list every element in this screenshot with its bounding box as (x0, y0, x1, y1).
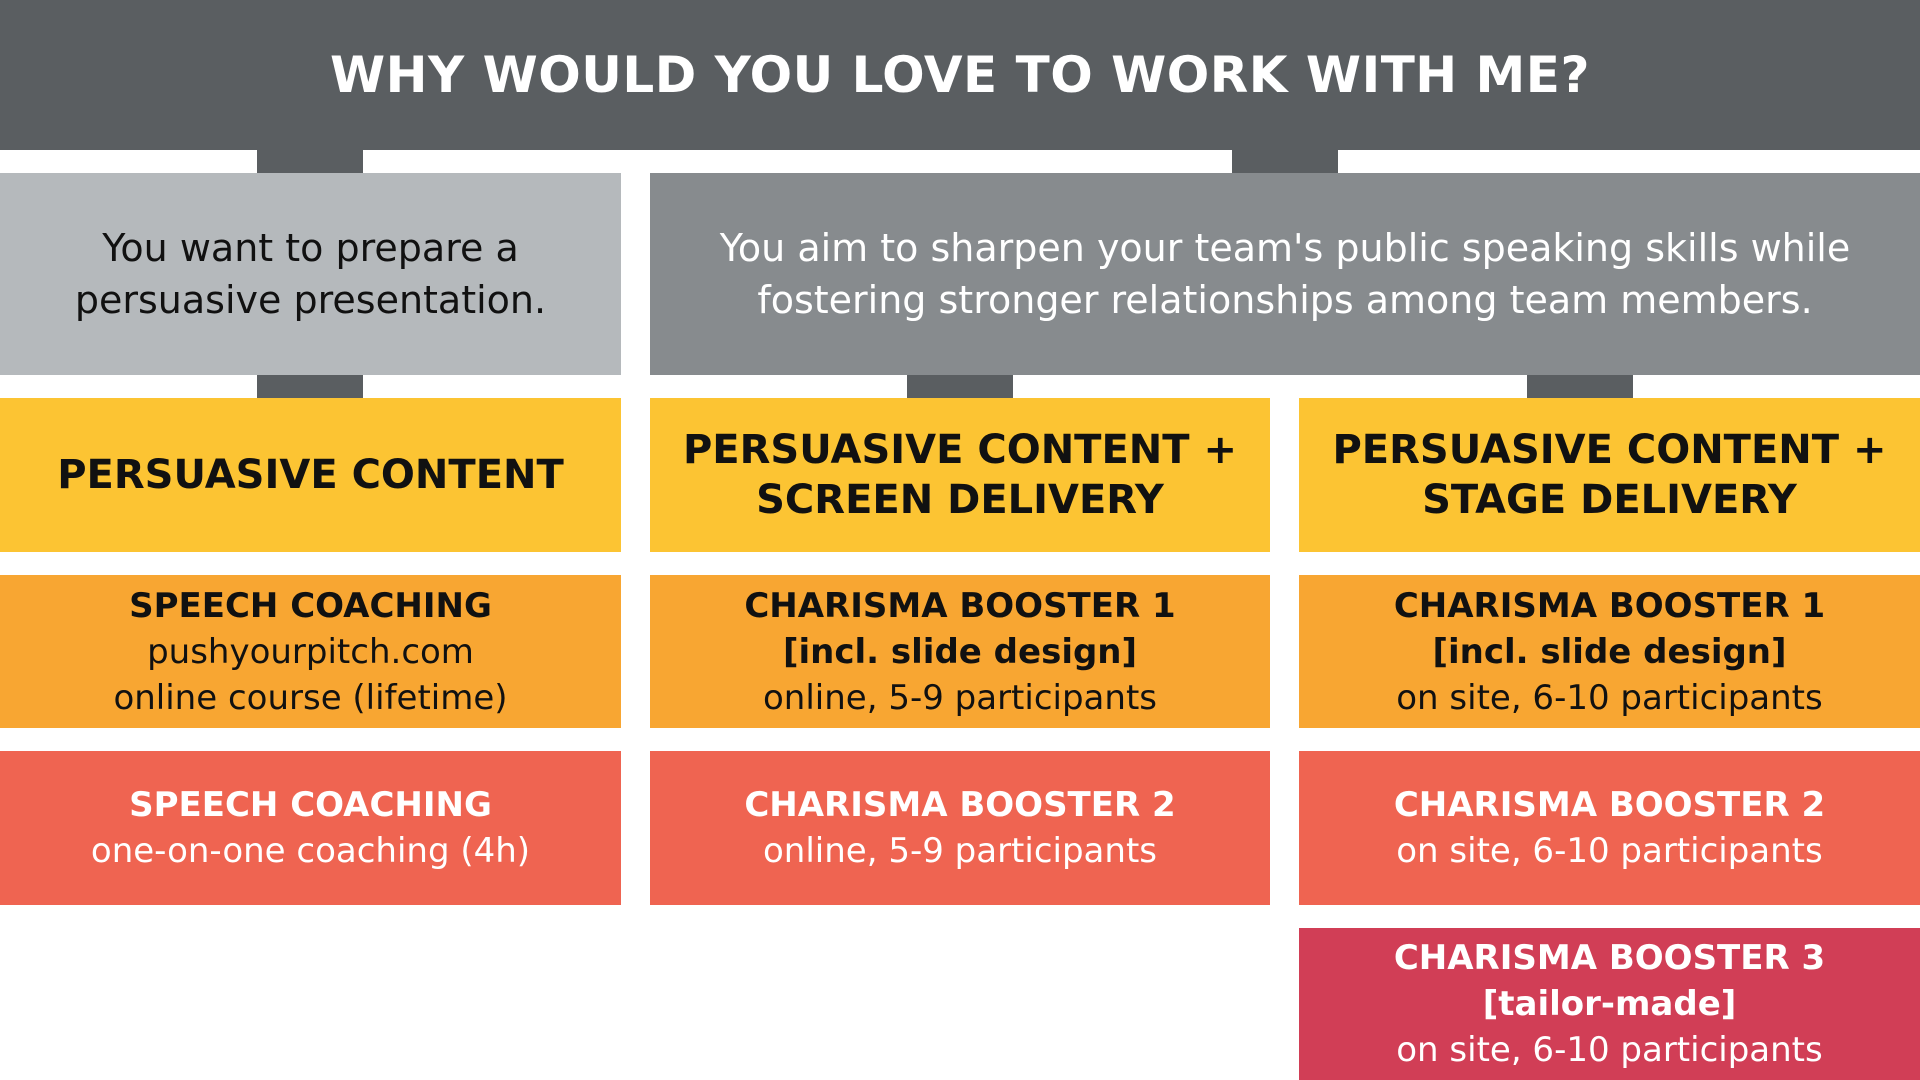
connector-need-right-col3 (1527, 375, 1633, 398)
offer-title: SPEECH COACHING (129, 585, 492, 626)
category-label: STAGE DELIVERY (1422, 477, 1797, 523)
connector-header-right (1232, 150, 1338, 173)
offer-subtitle: [incl. slide design] (782, 631, 1138, 672)
need-box-team: You aim to sharpen your team's public sp… (650, 173, 1920, 375)
offer-charisma-booster-2-onsite: CHARISMA BOOSTER 2 on site, 6-10 partici… (1299, 751, 1920, 905)
offer-title: CHARISMA BOOSTER 3 (1393, 938, 1826, 978)
category-label: SCREEN DELIVERY (756, 477, 1164, 523)
need-box-presentation: You want to prepare a persuasive present… (0, 173, 621, 375)
offer-title: CHARISMA BOOSTER 2 (1393, 785, 1826, 825)
header-banner: WHY WOULD YOU LOVE TO WORK WITH ME? (0, 0, 1920, 150)
offer-title: CHARISMA BOOSTER 2 (744, 785, 1176, 825)
category-stage-delivery: PERSUASIVE CONTENT + STAGE DELIVERY (1299, 398, 1920, 552)
offer-title: SPEECH COACHING (129, 785, 492, 825)
offer-detail: pushyourpitch.com (147, 631, 474, 672)
offer-title: CHARISMA BOOSTER 1 (1393, 585, 1826, 626)
category-screen-delivery: PERSUASIVE CONTENT + SCREEN DELIVERY (650, 398, 1270, 552)
connector-header-left (257, 150, 363, 173)
offer-charisma-booster-3-onsite: CHARISMA BOOSTER 3 [tailor-made] on site… (1299, 928, 1920, 1080)
need-text-line: fostering stronger relationships among t… (757, 278, 1813, 322)
need-text-line: You aim to sharpen your team's public sp… (719, 226, 1851, 270)
category-label: PERSUASIVE CONTENT + (682, 427, 1237, 473)
offer-detail: online, 5-9 participants (763, 831, 1157, 871)
offer-charisma-booster-1-onsite: CHARISMA BOOSTER 1 [incl. slide design] … (1299, 575, 1920, 728)
offer-detail: one-on-one coaching (4h) (90, 831, 531, 871)
offer-speech-coaching-one-on-one: SPEECH COACHING one-on-one coaching (4h) (0, 751, 621, 905)
offer-detail: on site, 6-10 participants (1396, 831, 1823, 871)
offer-detail: on site, 6-10 participants (1396, 677, 1823, 718)
offer-speech-coaching-online: SPEECH COACHING pushyourpitch.com online… (0, 575, 621, 728)
offer-subtitle: [tailor-made] (1482, 984, 1737, 1024)
offer-charisma-booster-2-online: CHARISMA BOOSTER 2 online, 5-9 participa… (650, 751, 1270, 905)
offer-detail: on site, 6-10 participants (1396, 1030, 1823, 1070)
offer-detail: online course (lifetime) (113, 677, 508, 718)
category-persuasive-content: PERSUASIVE CONTENT (0, 398, 621, 552)
offer-detail: online, 5-9 participants (763, 677, 1157, 718)
category-label: PERSUASIVE CONTENT (57, 452, 564, 498)
page-title: WHY WOULD YOU LOVE TO WORK WITH ME? (330, 46, 1590, 104)
offer-title: CHARISMA BOOSTER 1 (744, 585, 1176, 626)
need-text-line: You want to prepare a (102, 226, 519, 270)
offer-charisma-booster-1-online: CHARISMA BOOSTER 1 [incl. slide design] … (650, 575, 1270, 728)
connector-need-right-col2 (907, 375, 1013, 398)
category-label: PERSUASIVE CONTENT + (1332, 427, 1887, 473)
need-text-line: persuasive presentation. (74, 278, 547, 322)
connector-need-left (257, 375, 363, 398)
offer-subtitle: [incl. slide design] (1432, 631, 1787, 672)
